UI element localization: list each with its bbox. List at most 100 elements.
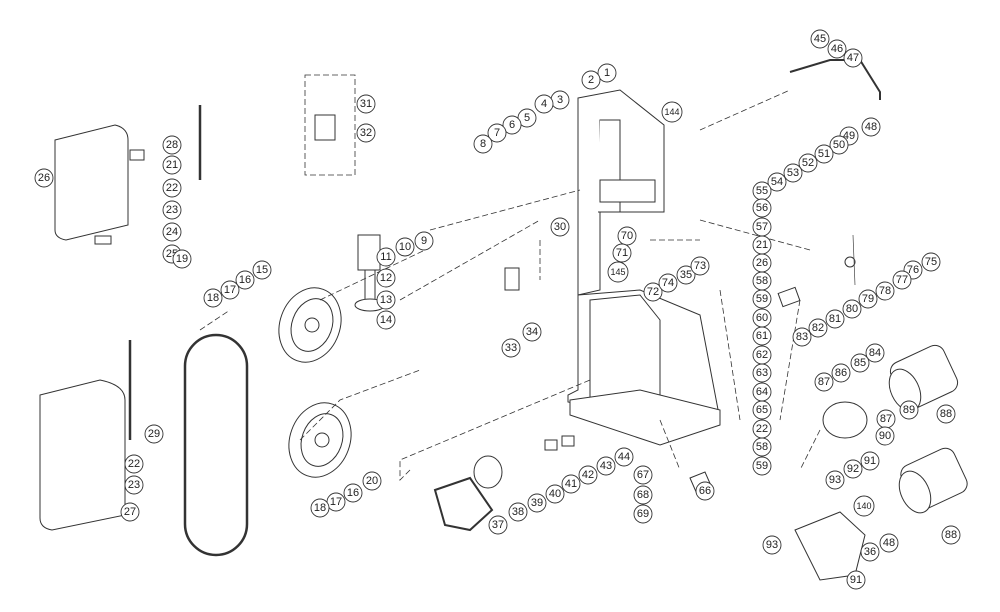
callout-26: 26 <box>752 253 772 273</box>
callout-circle <box>124 454 144 474</box>
callout-91: 91 <box>846 570 866 590</box>
switch-box <box>314 114 336 141</box>
callout-46: 46 <box>827 39 847 59</box>
callout-4: 4 <box>534 94 554 114</box>
callout-circle <box>162 135 182 155</box>
callout-69: 69 <box>633 504 653 524</box>
callout-23: 23 <box>162 200 182 220</box>
callout-20: 20 <box>362 471 382 491</box>
callout-number: 17 <box>330 496 342 508</box>
callout-circle <box>633 504 653 524</box>
callout-17: 17 <box>326 492 346 512</box>
callout-circle <box>414 231 434 251</box>
callout-number: 11 <box>380 251 391 263</box>
callout-circle <box>843 459 863 479</box>
callout-number: 144 <box>664 107 679 117</box>
callout-number: 12 <box>380 272 392 284</box>
callout-80: 80 <box>842 299 862 319</box>
callout-number: 29 <box>148 428 160 440</box>
callout-number: 47 <box>847 52 859 64</box>
callout-number: 93 <box>829 474 841 486</box>
callout-29: 29 <box>144 424 164 444</box>
callout-number: 26 <box>38 172 50 184</box>
callout-number: 32 <box>360 127 372 139</box>
callout-number: 76 <box>907 264 919 276</box>
callout-number: 57 <box>756 221 768 233</box>
callout-number: 39 <box>531 497 543 509</box>
callout-circle <box>633 465 653 485</box>
callout-circle <box>752 437 772 457</box>
callout-number: 4 <box>541 98 547 110</box>
callout-37: 37 <box>488 515 508 535</box>
callout-number: 79 <box>862 293 874 305</box>
callout-34: 34 <box>522 322 542 342</box>
callout-circle <box>144 424 164 444</box>
switch-box-outline <box>304 74 356 176</box>
callout-26: 26 <box>34 168 54 188</box>
callout-number: 34 <box>526 326 538 338</box>
callout-35: 35 <box>676 265 696 285</box>
callout-circle <box>203 288 223 308</box>
callout-59: 59 <box>752 456 772 476</box>
callout-circle <box>846 570 866 590</box>
callout-circle <box>825 309 845 329</box>
callout-number: 33 <box>505 342 517 354</box>
callout-number: 78 <box>879 285 891 297</box>
callout-number: 28 <box>166 139 178 151</box>
callout-number: 45 <box>814 33 826 45</box>
callout-circle <box>501 338 521 358</box>
callout-61: 61 <box>752 326 772 346</box>
lower-door <box>39 379 126 531</box>
callout-circle <box>825 470 845 490</box>
tension-handle <box>789 59 881 100</box>
control-switch <box>504 267 520 291</box>
callout-circle <box>936 404 956 424</box>
callout-number: 70 <box>621 230 633 242</box>
saw-blade <box>183 333 249 557</box>
callout-number: 62 <box>756 349 768 361</box>
callout-57: 57 <box>752 217 772 237</box>
callout-71: 71 <box>612 243 632 263</box>
callout-circle <box>752 400 772 420</box>
callout-number: 22 <box>166 182 178 194</box>
callout-65: 65 <box>752 400 772 420</box>
callout-number: 59 <box>756 460 768 472</box>
callout-144: 144 <box>661 101 683 123</box>
callout-circle <box>808 318 828 338</box>
callout-circle <box>865 343 885 363</box>
callout-circle <box>235 270 255 290</box>
callout-42: 42 <box>578 465 598 485</box>
callout-64: 64 <box>752 382 772 402</box>
callout-number: 42 <box>582 469 594 481</box>
callout-53: 53 <box>783 163 803 183</box>
callout-21: 21 <box>752 235 772 255</box>
callout-27: 27 <box>120 502 140 522</box>
callout-number: 50 <box>833 139 845 151</box>
main-frame <box>567 89 721 446</box>
callout-circle <box>633 485 653 505</box>
callout-number: 17 <box>224 284 236 296</box>
callout-number: 88 <box>940 408 952 420</box>
callout-circle <box>814 372 834 392</box>
callout-number: 89 <box>903 404 915 416</box>
callout-number: 19 <box>176 253 188 265</box>
callout-circle <box>612 243 632 263</box>
blade-guide-block-2 <box>561 435 575 447</box>
callout-8: 8 <box>473 134 493 154</box>
callout-70: 70 <box>617 226 637 246</box>
callout-number: 60 <box>756 312 768 324</box>
callout-number: 21 <box>756 239 768 251</box>
callout-number: 90 <box>879 430 891 442</box>
callout-circle <box>860 542 880 562</box>
callout-circle <box>767 172 787 192</box>
callout-number: 91 <box>850 574 862 586</box>
callout-number: 22 <box>756 423 768 435</box>
callout-88: 88 <box>936 404 956 424</box>
callout-58: 58 <box>752 437 772 457</box>
callout-13: 13 <box>376 290 396 310</box>
callout-number: 69 <box>637 508 649 520</box>
blade-guide-block <box>544 439 558 451</box>
callout-22: 22 <box>124 454 144 474</box>
callout-circle <box>899 400 919 420</box>
callout-number: 63 <box>756 367 768 379</box>
